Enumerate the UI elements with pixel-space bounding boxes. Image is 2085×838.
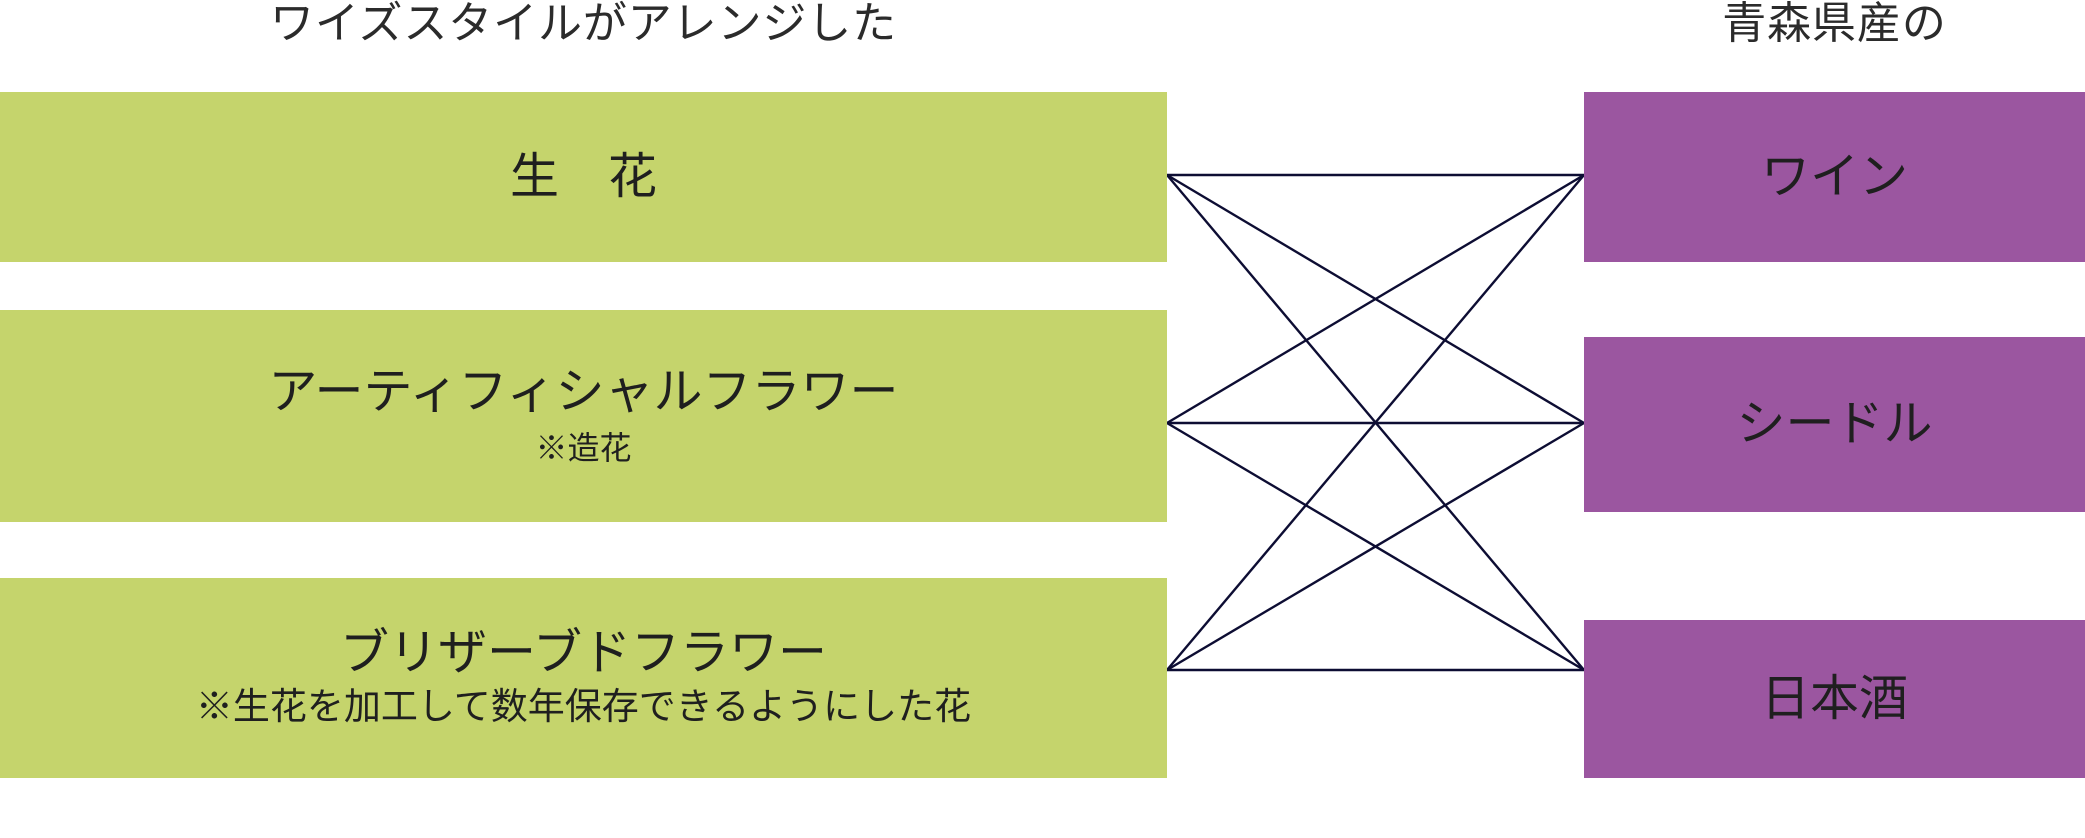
right-item-title-1: ワイン	[1760, 148, 1908, 204]
edge-group	[1166, 173, 1585, 672]
left-item-title-3: ブリザーブドフラワー	[339, 625, 828, 681]
right-item-title-2: シードル	[1736, 396, 1933, 452]
left-item-note-2: ※造花	[535, 430, 632, 467]
left-item-box-3[interactable]: ブリザーブドフラワー ※生花を加工して数年保存できるようにした花	[0, 578, 1167, 778]
left-item-title-1: 生 花	[509, 148, 657, 204]
left-item-box-2[interactable]: アーティフィシャルフラワー ※造花	[0, 310, 1167, 522]
connector-line-2-3	[1166, 421, 1585, 672]
right-item-box-3[interactable]: 日本酒	[1584, 620, 2085, 778]
right-item-box-2[interactable]: シードル	[1584, 337, 2085, 512]
left-item-note-3: ※生花を加工して数年保存できるようにした花	[195, 687, 972, 729]
right-column-header: 青森県産の	[1722, 0, 1947, 48]
connector-line-2-1	[1166, 173, 1585, 425]
connector-line-1-3	[1166, 174, 1585, 671]
left-item-box-1[interactable]: 生 花	[0, 92, 1167, 262]
right-item-box-1[interactable]: ワイン	[1584, 92, 2085, 262]
connector-line-3-1	[1166, 174, 1585, 671]
right-item-title-3: 日本酒	[1760, 670, 1908, 726]
connector-line-1-2	[1166, 173, 1585, 425]
left-column-header: ワイズスタイルがアレンジした	[270, 0, 897, 48]
connector-line-3-2	[1166, 421, 1585, 672]
left-item-title-2: アーティフィシャルフラワー	[268, 364, 899, 420]
